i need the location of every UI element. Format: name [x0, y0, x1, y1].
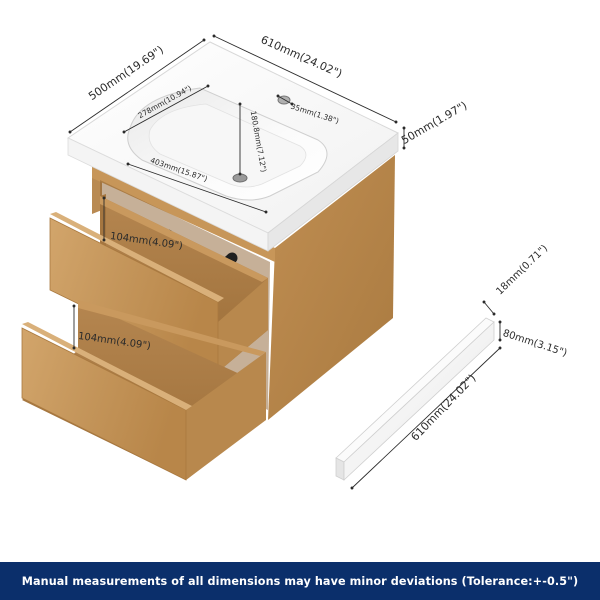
dimension-lines: [68, 34, 502, 490]
bottom-drawer: [21, 300, 266, 481]
label-counter-thickness: 50mm(1.97"): [399, 99, 469, 147]
backsplash-face: [343, 321, 495, 481]
label-backsplash-thickness: 18mm(0.71"): [494, 243, 550, 297]
footer-banner: Manual measurements of all dimensions ma…: [0, 562, 600, 600]
top-drawer-side: [218, 278, 268, 372]
bottom-drawer-side: [186, 352, 266, 480]
footer-note: Manual measurements of all dimensions ma…: [21, 574, 579, 588]
countertop-right-face: [267, 132, 399, 252]
drain-icon: [232, 173, 248, 183]
label-backsplash-height: 80mm(3.15"): [501, 328, 568, 359]
top-drawer-left-wall: [100, 196, 268, 282]
backsplash-front: [335, 457, 345, 481]
top-drawer-top-edge: [50, 212, 224, 302]
bottom-drawer-top-edge: [22, 322, 192, 410]
bottom-drawer-left-wall: [78, 300, 266, 356]
cabinet-side-panel: [268, 155, 395, 420]
bottom-drawer-front: [21, 327, 187, 481]
